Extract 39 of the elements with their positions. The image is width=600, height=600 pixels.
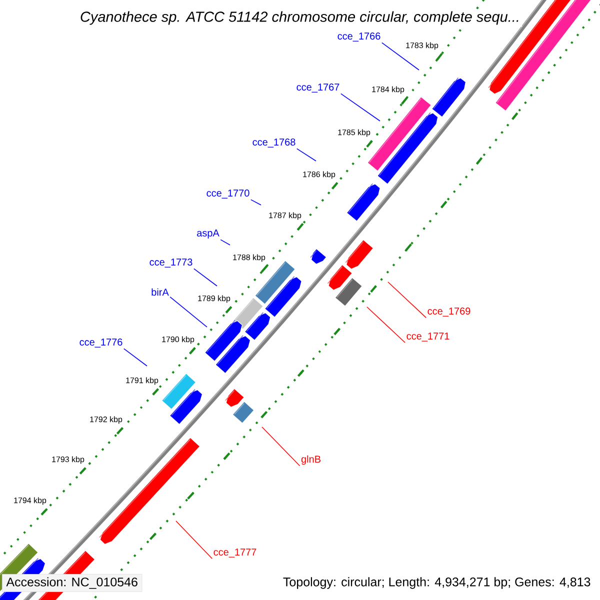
gene-label: cce_1770 [206,190,250,198]
gene-label: cce_1766 [338,32,380,42]
title: Cyanothece sp. ATCC 51142 chromosome circular, complete sequ... [78,9,522,27]
tick-label: 1792 kbp [90,416,122,424]
tick-label: 1790 kbp [162,336,194,344]
leader-line [250,199,262,206]
gene-label: cce_1767 [296,84,340,92]
gene-label: cce_1769 [428,308,470,316]
leader-line [123,348,148,366]
leader-line [220,239,230,246]
tick-label: 1787 kbp [269,212,302,220]
leader-line [366,306,406,344]
leader-line [388,282,427,318]
leader-line [193,268,218,286]
accession-text: Accession: NC_010546 [2,574,142,592]
leader-line [262,426,300,466]
tick-label: 1789 kbp [198,295,230,303]
gene-label: aspA [197,230,220,238]
summary-text: Topology: circular; Length: 4,934,271 bp; Genes: 4,813 [280,575,593,591]
tick-label: 1794 kbp [14,497,46,505]
gene-label: cce_1777 [214,548,256,558]
gene-label: cce_1773 [150,258,192,268]
gene-label: glnB [301,455,320,465]
leader-line [340,93,380,122]
tick-label: 1791 kbp [126,377,158,385]
tick-label: 1788 kbp [233,254,266,262]
leader-line [381,42,420,70]
tick-label: 1785 kbp [338,129,370,137]
leader-line [296,148,316,162]
gene-label: birA [152,288,169,296]
leader-line [176,520,213,560]
tick-label: 1793 kbp [52,456,84,464]
tick-label: 1786 kbp [303,171,336,179]
tick-label: 1783 kbp [406,42,438,50]
gene-label: cce_1771 [406,332,450,342]
gene-label: cce_1768 [252,138,296,148]
tick-label: 1784 kbp [372,86,404,94]
leader-line [170,296,208,328]
gene-label: cce_1776 [80,338,122,348]
